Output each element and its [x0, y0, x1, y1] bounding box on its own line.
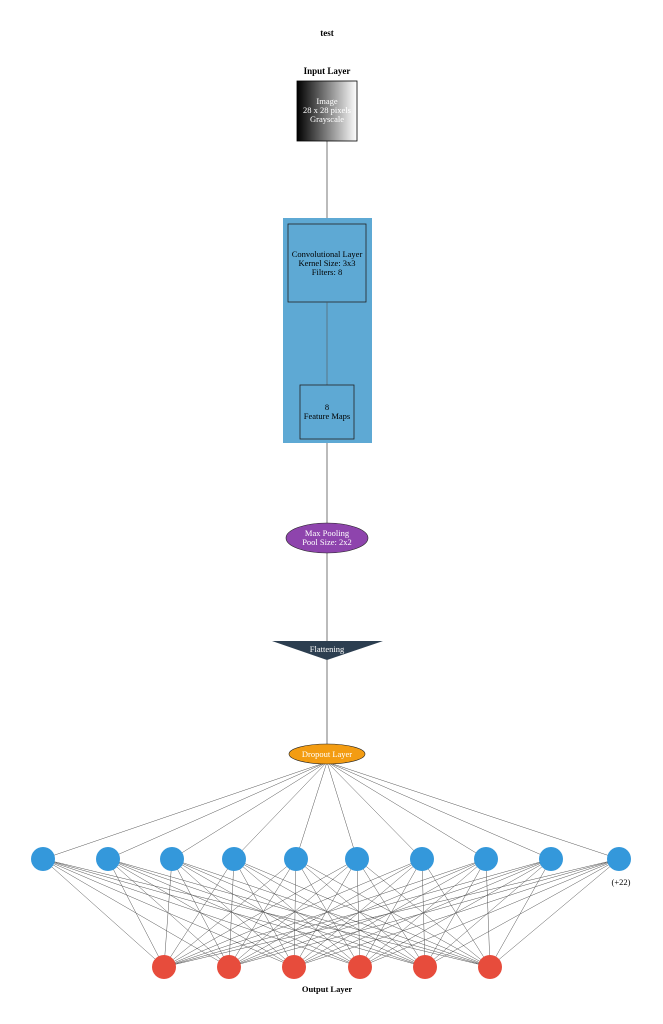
dropout-to-dense-edge	[171, 761, 328, 860]
dense-to-output-edge	[424, 858, 620, 968]
input-image-line-1: Image	[316, 96, 337, 106]
dropout-to-dense-edge	[326, 761, 358, 860]
dense-to-output-edge	[233, 858, 295, 968]
dense-node	[222, 847, 246, 871]
dense-to-output-edge	[163, 858, 358, 968]
feature-maps-line-2: Feature Maps	[304, 411, 351, 421]
dense-node	[160, 847, 184, 871]
dense-to-output-edge	[295, 858, 426, 968]
dense-node	[345, 847, 369, 871]
conv-layer-line-2: Kernel Size: 3x3	[298, 258, 355, 268]
dense-to-output-edge	[171, 858, 426, 968]
flattening-node	[272, 641, 383, 660]
output-node	[348, 955, 372, 979]
diagram-title: test	[320, 28, 334, 38]
input-image-line-2: 28 x 28 pixels	[303, 105, 351, 115]
output-node	[478, 955, 502, 979]
dropout-to-dense-edge	[233, 761, 328, 860]
dense-more-label: (+22)	[612, 877, 631, 887]
dense-to-output-edge	[163, 858, 423, 968]
dense-to-output-edge	[42, 858, 361, 968]
dense-to-output-edge	[293, 858, 552, 968]
dense-node	[410, 847, 434, 871]
max-pooling-line-2: Pool Size: 2x2	[302, 537, 352, 547]
dense-to-output-edge	[359, 858, 552, 968]
max-pooling-line-1: Max Pooling	[305, 528, 350, 538]
dense-to-output-edge	[171, 858, 491, 968]
dropout-node	[288, 743, 366, 765]
dense-node	[31, 847, 55, 871]
dropout-label: Dropout Layer	[302, 749, 352, 759]
dropout-to-dense-edge	[107, 761, 328, 860]
flattening-label: Flattening	[310, 644, 345, 654]
input-image-box	[296, 80, 358, 142]
dense-to-output-edge	[171, 858, 295, 968]
dense-to-output-edge	[233, 858, 426, 968]
output-layer-label: Output Layer	[302, 984, 353, 994]
output-node	[413, 955, 437, 979]
dense-to-output-edge	[107, 858, 165, 968]
dense-to-output-edge	[489, 858, 552, 968]
dense-to-output-edge	[107, 858, 361, 968]
dropout-to-dense-edge	[326, 761, 423, 860]
dropout-to-dense-edge	[326, 761, 620, 860]
output-node	[217, 955, 241, 979]
dense-node	[284, 847, 308, 871]
dense-node	[96, 847, 120, 871]
dense-to-output-edge	[107, 858, 295, 968]
feature-maps-line-1: 8	[325, 402, 329, 412]
dense-to-output-edge	[356, 858, 361, 968]
dense-layer-nodes	[31, 847, 631, 871]
dense-to-output-edge	[163, 858, 235, 968]
dense-to-output-connections	[42, 858, 620, 968]
dense-to-output-edge	[42, 858, 165, 968]
dropout-to-dense-edge	[295, 761, 328, 860]
dense-to-output-edge	[171, 858, 361, 968]
dense-to-output-edge	[163, 858, 487, 968]
input-layer-heading: Input Layer	[304, 66, 351, 76]
dense-to-output-edge	[293, 858, 297, 968]
max-pooling-node	[285, 522, 369, 554]
output-node	[152, 955, 176, 979]
dropout-to-dense-edge	[326, 761, 487, 860]
dense-to-output-edge	[295, 858, 361, 968]
dense-to-output-edge	[424, 858, 552, 968]
dense-node	[539, 847, 563, 871]
dense-to-output-edge	[163, 858, 173, 968]
conv-layer-line-1: Convolutional Layer	[292, 249, 363, 259]
dropout-to-dense-edge	[42, 761, 328, 860]
dense-to-output-edge	[163, 858, 552, 968]
dropout-to-dense-connections	[42, 761, 620, 860]
feature-maps-box	[299, 384, 355, 440]
dense-to-output-edge	[171, 858, 230, 968]
conv-layer-container	[283, 218, 372, 443]
dense-to-output-edge	[293, 858, 620, 968]
dropout-to-dense-edge	[326, 761, 552, 860]
dense-to-output-edge	[233, 858, 361, 968]
dense-to-output-edge	[228, 858, 235, 968]
conv-layer-line-3: Filters: 8	[312, 267, 342, 277]
output-node	[282, 955, 306, 979]
dense-to-output-edge	[163, 858, 620, 968]
dense-to-output-edge	[228, 858, 620, 968]
dense-to-output-edge	[489, 858, 620, 968]
dense-to-output-edge	[163, 858, 297, 968]
output-layer-nodes	[152, 955, 502, 979]
dense-to-output-edge	[107, 858, 230, 968]
dense-node	[607, 847, 631, 871]
dense-node	[474, 847, 498, 871]
dense-to-output-edge	[228, 858, 552, 968]
dense-to-output-edge	[233, 858, 491, 968]
dense-to-output-edge	[359, 858, 620, 968]
input-image-line-3: Grayscale	[310, 114, 344, 124]
